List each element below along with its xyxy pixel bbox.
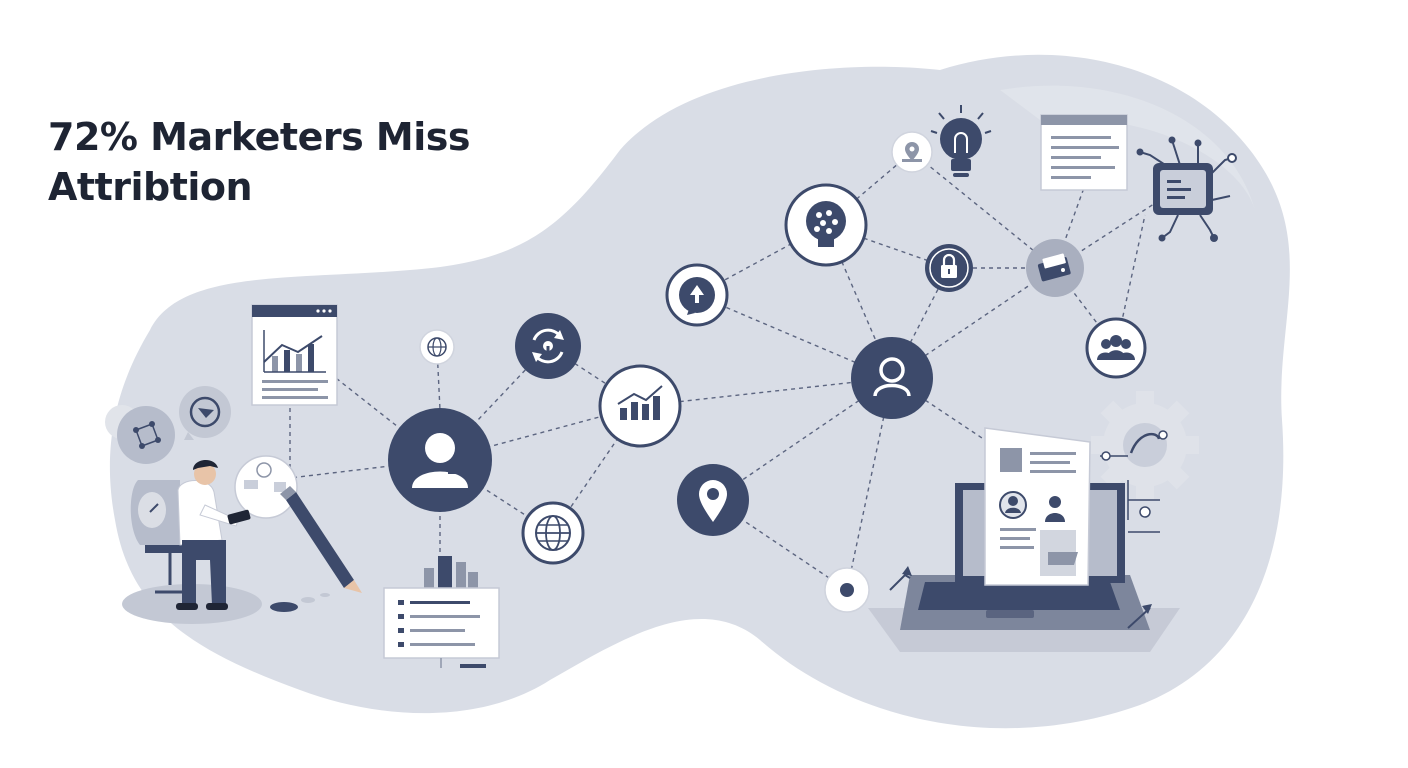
padlock-icon	[925, 244, 973, 292]
document-icon	[1040, 114, 1128, 191]
network-bubble-icon	[117, 406, 175, 464]
list-card	[383, 587, 500, 668]
chat-bubble-icon	[665, 263, 729, 327]
bar-chart-icon	[263, 330, 326, 373]
lightbulb-icon	[784, 183, 868, 267]
idea-bubble-icon	[234, 455, 298, 519]
bar-columns	[424, 556, 478, 588]
location-icon	[891, 131, 933, 173]
person-avatar-icon	[388, 408, 492, 512]
map-pin-icon	[677, 464, 749, 536]
pencil-icon	[280, 486, 362, 593]
headline: 72% Marketers Miss Attribtion	[48, 112, 508, 212]
globe-icon	[419, 329, 455, 365]
headline-line-1: 72% Marketers Miss	[48, 115, 471, 159]
group-people-icon	[1085, 317, 1147, 379]
globe-icon	[521, 501, 585, 565]
idea-bulb-icon	[930, 105, 992, 177]
growth-chart-icon	[598, 364, 682, 448]
wallet-icon	[1026, 239, 1084, 297]
headline-line-2: Attribtion	[48, 165, 253, 209]
analytics-window	[251, 304, 338, 406]
cycle-arrows-icon	[515, 313, 581, 379]
target-node	[824, 567, 870, 613]
user-silhouette-icon	[851, 337, 933, 419]
circuit-chip-icon	[1136, 136, 1237, 242]
person-working-figure	[105, 386, 362, 624]
laptop-icon	[868, 427, 1180, 652]
connector-lines	[1100, 451, 1160, 533]
gear-icon	[1091, 391, 1199, 499]
